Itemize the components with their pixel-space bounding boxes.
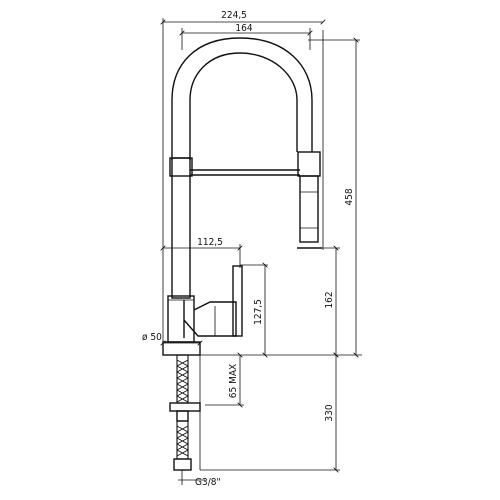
lower-body — [167, 295, 195, 343]
dim-lever-height: 127,5 — [253, 299, 264, 325]
hose-braid — [176, 359, 189, 403]
thread-fitting — [173, 458, 192, 471]
lever-handle — [232, 265, 243, 337]
dim-hose-length: 330 — [324, 404, 335, 421]
spray-head-collar — [297, 151, 321, 177]
extension-lines — [162, 18, 362, 471]
body-column — [171, 157, 191, 299]
dimension-labels: 224,5 164 458 112,5 127,5 162 ø 50 65 MA… — [142, 10, 355, 488]
dim-spout-width: 164 — [235, 23, 252, 34]
dim-body-height: 162 — [324, 291, 335, 308]
dim-base-diameter: ø 50 — [142, 332, 162, 343]
dim-spout-reach: 112,5 — [197, 237, 223, 248]
column-collar — [169, 157, 193, 177]
faucet-body — [162, 37, 322, 485]
dim-max-thickness: 65 MAX — [228, 364, 239, 398]
dim-total-height: 458 — [344, 188, 355, 205]
spray-head — [299, 175, 319, 243]
dim-overall-width: 224,5 — [221, 10, 247, 21]
spout-arch-inner — [189, 52, 298, 160]
base-plate — [162, 341, 201, 356]
spout-arch-outer — [171, 37, 313, 160]
dim-thread: G3/8" — [195, 477, 221, 488]
mounting-nut — [169, 402, 201, 412]
dimension-lines — [163, 22, 356, 481]
